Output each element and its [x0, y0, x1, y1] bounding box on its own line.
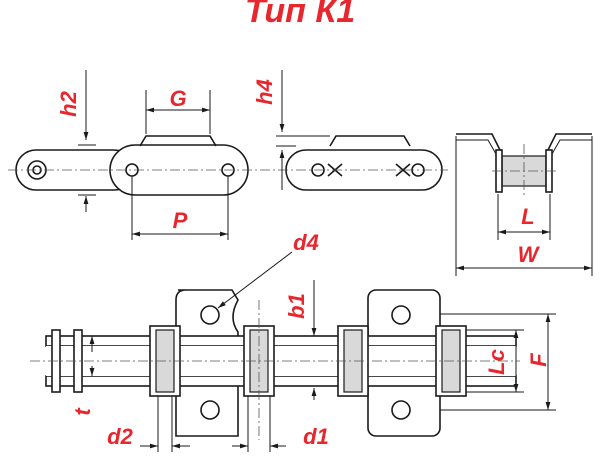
- plan-view: d4 b1 Lc F t d2 d1: [30, 230, 556, 452]
- label-l: L: [521, 204, 534, 229]
- label-lc: Lc: [484, 349, 509, 375]
- attachment-bracket: [456, 133, 592, 151]
- label-h4: h4: [252, 79, 277, 105]
- label-t: t: [70, 407, 95, 416]
- attachment-tab: [139, 135, 217, 147]
- bolt-hole: [391, 305, 411, 325]
- end-view: L W: [455, 133, 593, 276]
- label-f: F: [526, 353, 551, 367]
- label-d4: d4: [293, 230, 319, 255]
- label-h2: h2: [56, 90, 81, 116]
- attachment-tab: [329, 135, 411, 147]
- label-b1: b1: [284, 293, 309, 319]
- bolt-hole: [200, 400, 220, 420]
- bolt-hole: [391, 400, 411, 420]
- label-d1: d1: [303, 424, 329, 449]
- top-view: h2 G h4 P: [8, 70, 448, 240]
- label-d2: d2: [107, 424, 133, 449]
- label-p: P: [173, 208, 188, 233]
- label-w: W: [518, 242, 541, 267]
- bolt-hole: [200, 305, 220, 325]
- diagram-title: Тип К1: [244, 0, 356, 30]
- label-g: G: [169, 86, 186, 111]
